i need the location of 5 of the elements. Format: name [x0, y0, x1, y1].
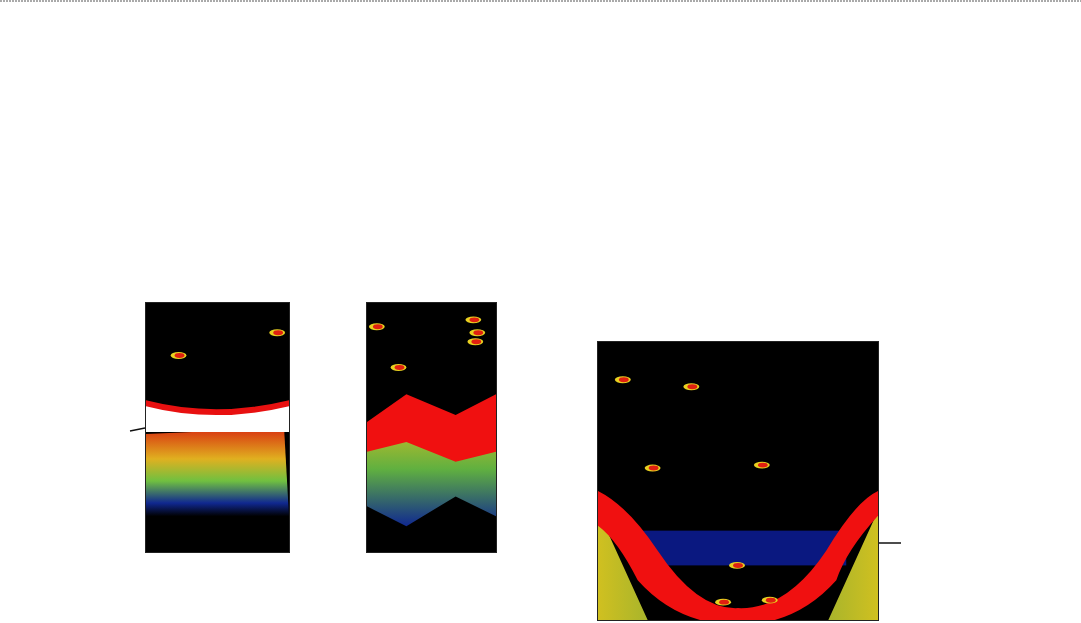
leader-line [129, 427, 146, 432]
leader-line [878, 542, 902, 544]
picture [597, 341, 879, 621]
picture [366, 302, 497, 553]
picture [145, 302, 290, 553]
